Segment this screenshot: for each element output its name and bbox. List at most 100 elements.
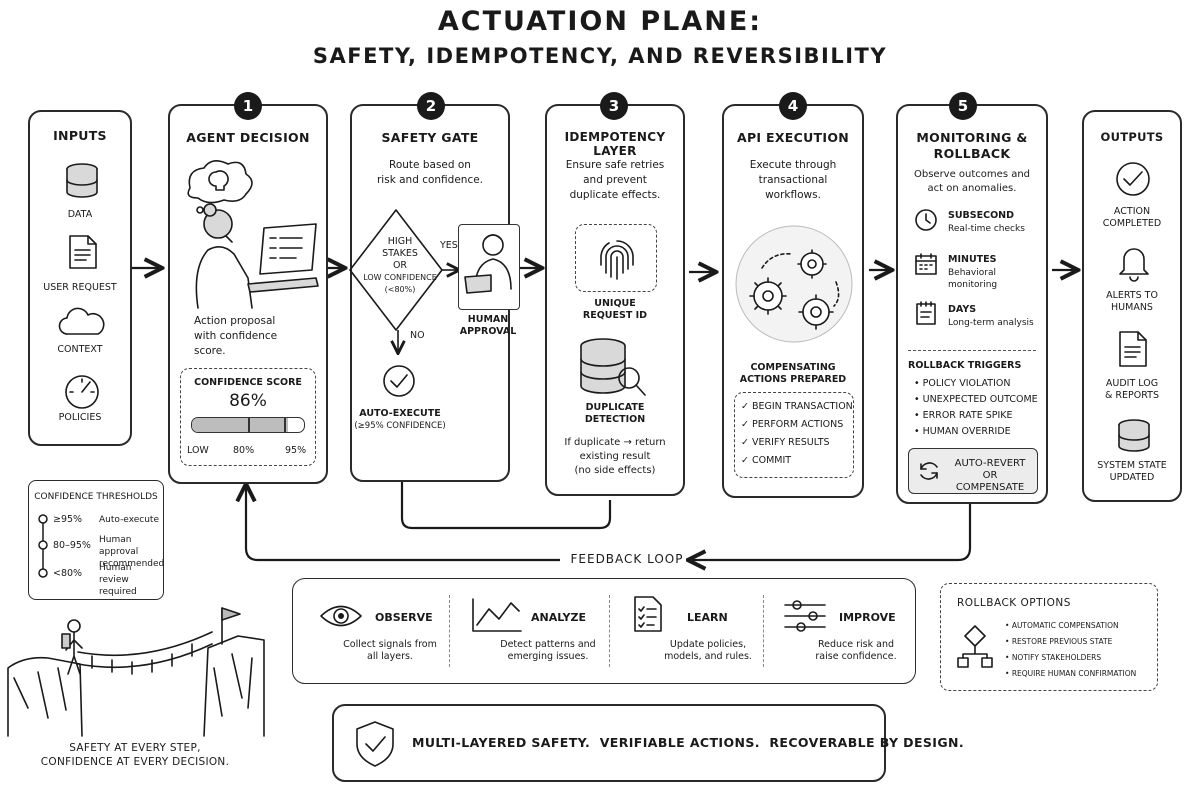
idempotency-title: IDEMPOTENCY LAYER xyxy=(564,130,666,158)
rollback-option: • AUTOMATIC COMPENSATION xyxy=(1005,621,1119,630)
confidence-bar xyxy=(191,417,305,433)
human-approval-label: HUMAN APPROVAL xyxy=(459,314,517,337)
api-execution-title: API EXECUTION xyxy=(736,130,850,145)
agent-decision-title: AGENT DECISION xyxy=(186,130,310,145)
divider xyxy=(763,595,764,667)
decision-diamond-text: HIGH STAKES OR LOW CONFIDENCE (<80%) xyxy=(363,236,437,294)
compensating-actions-label: COMPENSATING ACTIONS PREPARED xyxy=(739,362,847,385)
scale-low: LOW xyxy=(187,445,209,456)
inputs-panel: INPUTS DATA USER REQUEST CONTEXT POLICIE… xyxy=(28,110,132,446)
safety-gate-title: SAFETY GATE xyxy=(381,130,479,145)
input-context-label: CONTEXT xyxy=(57,344,103,355)
gauge-icon xyxy=(65,375,99,409)
transaction-step: ✓ PERFORM ACTIONS xyxy=(741,419,844,430)
outputs-title: OUTPUTS xyxy=(1100,130,1164,144)
api-execution-panel: API EXECUTION Execute through transactio… xyxy=(722,104,864,498)
auto-revert-label: AUTO-REVERT OR COMPENSATE xyxy=(954,458,1026,493)
divider xyxy=(609,595,610,667)
monitoring-title: MONITORING & ROLLBACK xyxy=(916,130,1028,161)
step-badge-1: 1 xyxy=(234,92,262,120)
input-data-label: DATA xyxy=(67,209,93,220)
divider xyxy=(908,350,1036,351)
fingerprint-icon xyxy=(600,240,634,280)
clock-icon xyxy=(915,209,937,231)
transaction-step: ✓ BEGIN TRANSACTION xyxy=(741,401,853,412)
database-icon xyxy=(66,163,98,198)
safety-banner: MULTI-LAYERED SAFETY. VERIFIABLE ACTIONS… xyxy=(332,704,964,782)
feedback-step-name: LEARN xyxy=(687,611,728,624)
cliff-bridge-illustration xyxy=(7,607,265,737)
check-icon: ✓ xyxy=(741,455,752,466)
document-icon xyxy=(69,235,97,269)
line-chart-icon xyxy=(472,598,522,632)
banner-text: MULTI-LAYERED SAFETY. VERIFIABLE ACTIONS… xyxy=(412,735,965,750)
unique-request-id-label: UNIQUE REQUEST ID xyxy=(582,298,648,321)
confidence-thresholds-box: CONFIDENCE THRESHOLDS ≥95% Auto-execute … xyxy=(28,480,164,600)
rollback-options-title: ROLLBACK OPTIONS xyxy=(957,597,1071,609)
duplicate-detection-label: DUPLICATE DETECTION xyxy=(584,402,646,425)
threshold-range: ≥95% xyxy=(53,514,83,525)
agent-decision-text: Action proposal with confidence score. xyxy=(194,315,278,357)
flowchart-icon xyxy=(957,625,993,668)
idempotency-panel: IDEMPOTENCY LAYER Ensure safe retries an… xyxy=(545,104,685,496)
confidence-tick-80 xyxy=(248,418,250,432)
agent-decision-panel: AGENT DECISION Action proposal with conf… xyxy=(168,104,328,484)
step-badge-2: 2 xyxy=(417,92,445,120)
agent-at-laptop-illustration xyxy=(187,160,319,309)
rollback-option: • NOTIFY STAKEHOLDERS xyxy=(1005,653,1102,662)
checklist-icon xyxy=(634,596,662,632)
feedback-loop-label: FEEDBACK LOOP xyxy=(568,552,686,566)
timescale-desc: Long-term analysis xyxy=(948,318,1034,328)
human-reviewer-icon xyxy=(464,234,512,294)
input-user-request-label: USER REQUEST xyxy=(43,282,117,293)
thresholds-title: CONFIDENCE THRESHOLDS xyxy=(34,492,158,502)
database-search-icon xyxy=(580,338,646,396)
document-icon xyxy=(1119,331,1147,367)
bell-icon xyxy=(1119,248,1149,282)
check-icon: ✓ xyxy=(741,437,752,448)
confidence-bar-fill xyxy=(192,418,289,432)
confidence-tick-95 xyxy=(284,418,286,432)
input-policies-label: POLICIES xyxy=(58,412,102,423)
gears-icon xyxy=(735,225,853,343)
feedback-step-name: IMPROVE xyxy=(839,611,896,624)
revert-icon xyxy=(920,462,938,480)
feedback-step-name: OBSERVE xyxy=(375,611,433,624)
output-audit-log: AUDIT LOG& REPORTS xyxy=(1105,378,1159,401)
transaction-step: ✓ COMMIT xyxy=(741,455,792,466)
rollback-trigger: • POLICY VIOLATION xyxy=(914,378,1011,389)
divider xyxy=(449,595,450,667)
no-label: NO xyxy=(410,330,425,341)
check-icon: ✓ xyxy=(741,401,752,412)
auto-execute-label: AUTO-EXECUTE (≥95% CONFIDENCE) xyxy=(354,408,446,431)
cloud-icon xyxy=(58,307,105,335)
human-approval-box xyxy=(458,224,520,310)
timescale-name: MINUTES xyxy=(948,254,997,265)
rollback-option: • RESTORE PREVIOUS STATE xyxy=(1005,637,1113,646)
database-icon xyxy=(1118,419,1150,452)
check-circle-icon xyxy=(383,365,415,397)
decision-diamond xyxy=(349,209,443,331)
threshold-scale-line xyxy=(38,514,48,578)
monitoring-text: Observe outcomes and act on anomalies. xyxy=(913,169,1031,194)
threshold-range: <80% xyxy=(53,568,83,579)
confidence-score-label: CONFIDENCE SCORE xyxy=(194,377,302,388)
sliders-icon xyxy=(784,600,826,632)
duplicate-result-text: If duplicate → return existing result (n… xyxy=(564,437,666,476)
confidence-score-box: CONFIDENCE SCORE 86% LOW 80% 95% xyxy=(180,368,316,466)
api-execution-text: Execute through transactional workflows. xyxy=(749,159,837,201)
confidence-score-value: 86% xyxy=(229,391,267,411)
rollback-options-box: ROLLBACK OPTIONS • AUTOMATIC COMPENSATIO… xyxy=(940,583,1158,691)
yes-label: YES xyxy=(440,240,458,251)
